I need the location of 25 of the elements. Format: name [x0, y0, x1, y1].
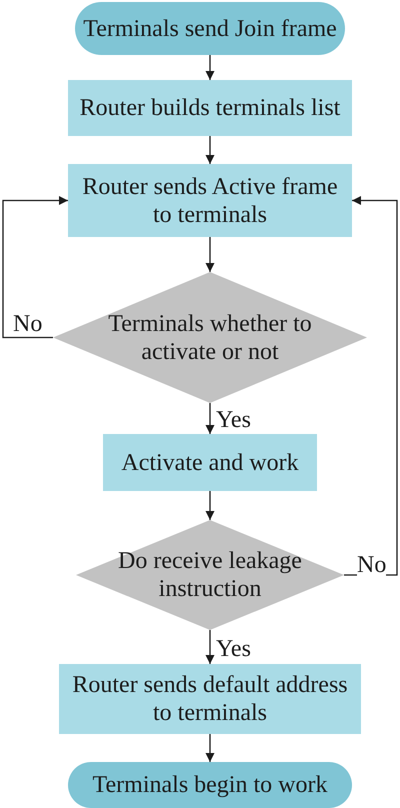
- arrow: [206, 403, 214, 434]
- arrow: [206, 55, 214, 80]
- step-text: Router sends default address to terminals: [71, 671, 349, 727]
- step-text: Terminals begin to work: [92, 771, 328, 799]
- arrow: [206, 136, 214, 164]
- step-text: Router sends Active frame to terminals: [81, 172, 339, 228]
- decision-text: Terminals whether to activate or not: [107, 310, 313, 366]
- arrow: [2, 196, 68, 338]
- arrow: [206, 491, 214, 520]
- process-box: [68, 80, 352, 136]
- arrow: [206, 630, 214, 664]
- decision-diamond: [76, 520, 344, 630]
- arrow: [206, 734, 214, 762]
- process-box: [59, 664, 361, 734]
- step-text: Terminals send Join frame: [83, 14, 337, 42]
- arrow: [206, 237, 214, 272]
- step-text: Activate and work: [121, 448, 299, 476]
- terminal-pill: [68, 762, 352, 808]
- process-box: [68, 164, 352, 237]
- decision-diamond: [53, 272, 367, 403]
- arrow: [344, 196, 398, 576]
- process-box: [103, 434, 317, 491]
- step-text: Router builds terminals list: [80, 94, 340, 122]
- edge-label: No: [357, 553, 386, 577]
- decision-text: Do receive leakage instruction: [117, 547, 303, 603]
